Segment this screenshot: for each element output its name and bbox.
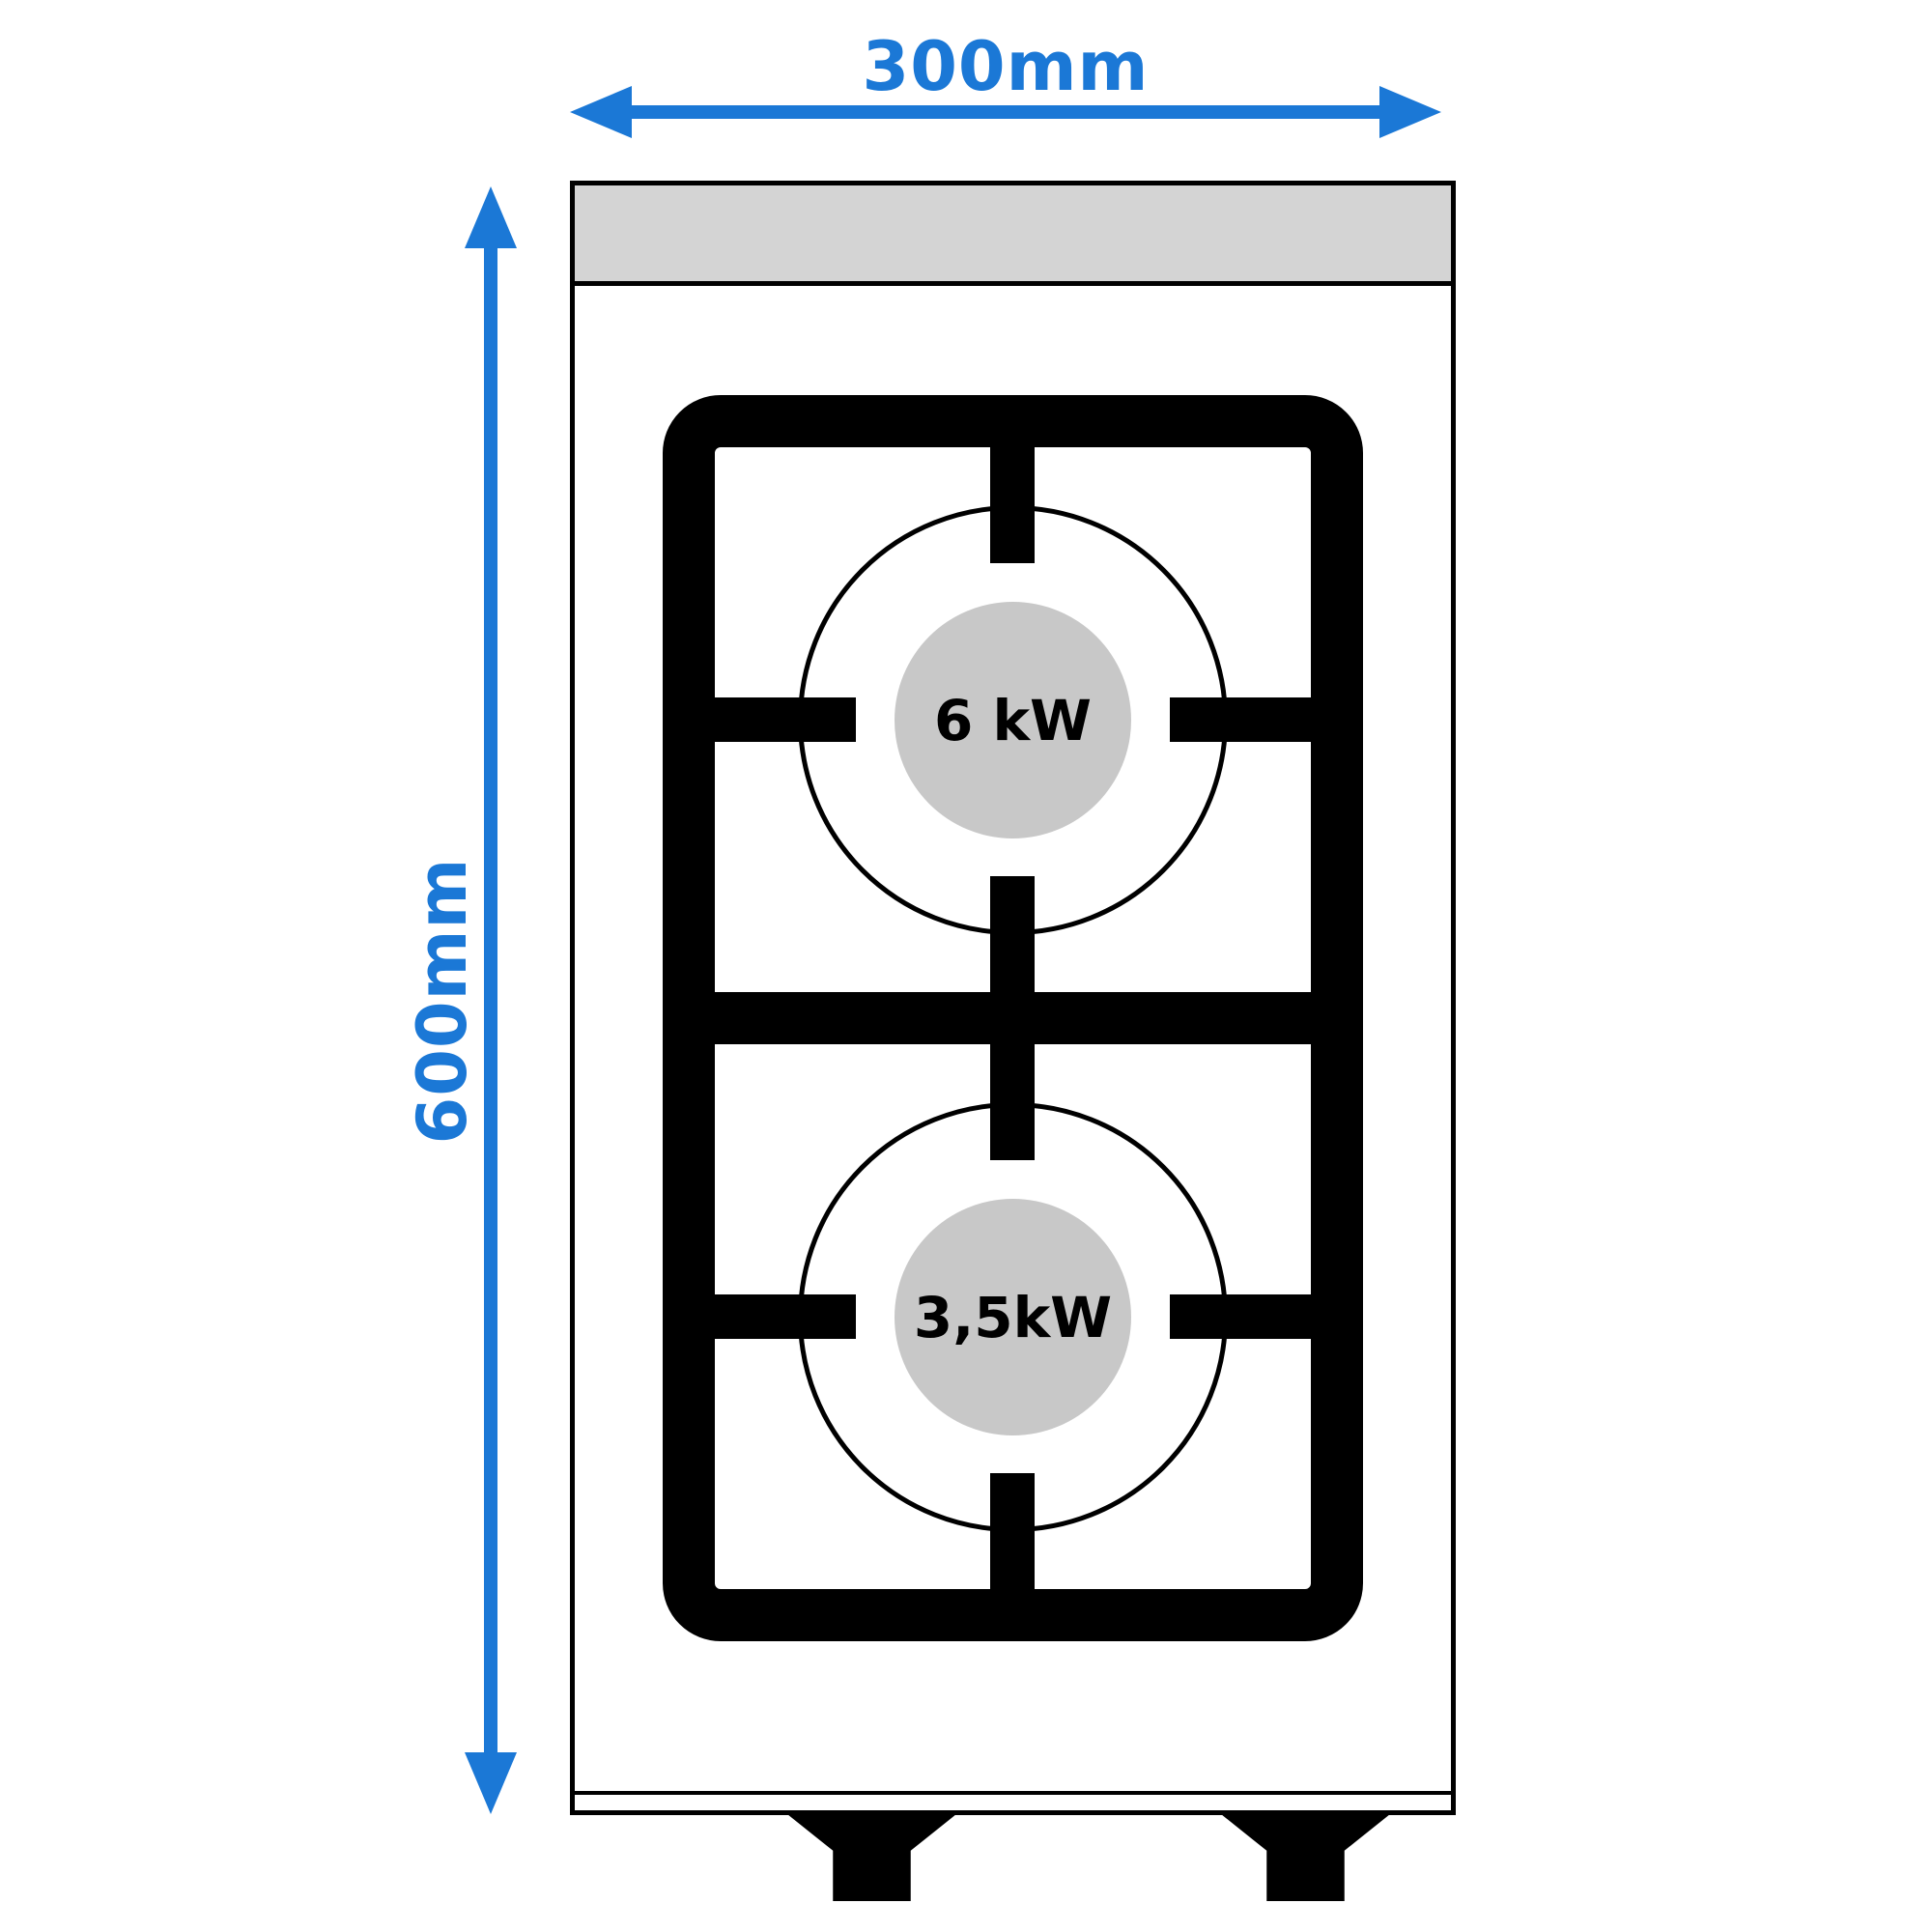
grate-bar-bottom-east xyxy=(1170,1294,1311,1339)
burner-cap-top: 6 kW xyxy=(895,602,1131,838)
grate-bar-bottom-west xyxy=(715,1294,856,1339)
height-dimension-label: 600mm xyxy=(403,857,482,1145)
grate-middle-rail xyxy=(715,992,1311,1044)
grate-bar-bottom-south xyxy=(990,1473,1035,1589)
control-knob-right xyxy=(1221,1814,1390,1901)
burner-power-label-bottom: 3,5kW xyxy=(913,1284,1113,1350)
height-dimension-line xyxy=(484,244,497,1756)
backsplash-panel xyxy=(575,185,1451,286)
grate-bar-top-north xyxy=(990,447,1035,563)
arrow-down-icon xyxy=(465,1752,517,1814)
grate-bar-top-south xyxy=(990,876,1035,992)
arrow-left-icon xyxy=(570,86,632,138)
grate-frame xyxy=(663,395,1363,1641)
grate-bar-bottom-north xyxy=(990,1044,1035,1160)
front-edge-line xyxy=(575,1791,1451,1795)
grate-bar-top-east xyxy=(1170,697,1311,742)
arrow-up-icon xyxy=(465,186,517,248)
burner-power-label-top: 6 kW xyxy=(933,687,1093,753)
width-dimension-label: 300mm xyxy=(862,27,1150,106)
control-knob-left xyxy=(787,1814,956,1901)
grate-bar-top-west xyxy=(715,697,856,742)
burner-cap-bottom: 3,5kW xyxy=(895,1199,1131,1435)
width-dimension-line xyxy=(626,105,1385,119)
arrow-right-icon xyxy=(1379,86,1441,138)
